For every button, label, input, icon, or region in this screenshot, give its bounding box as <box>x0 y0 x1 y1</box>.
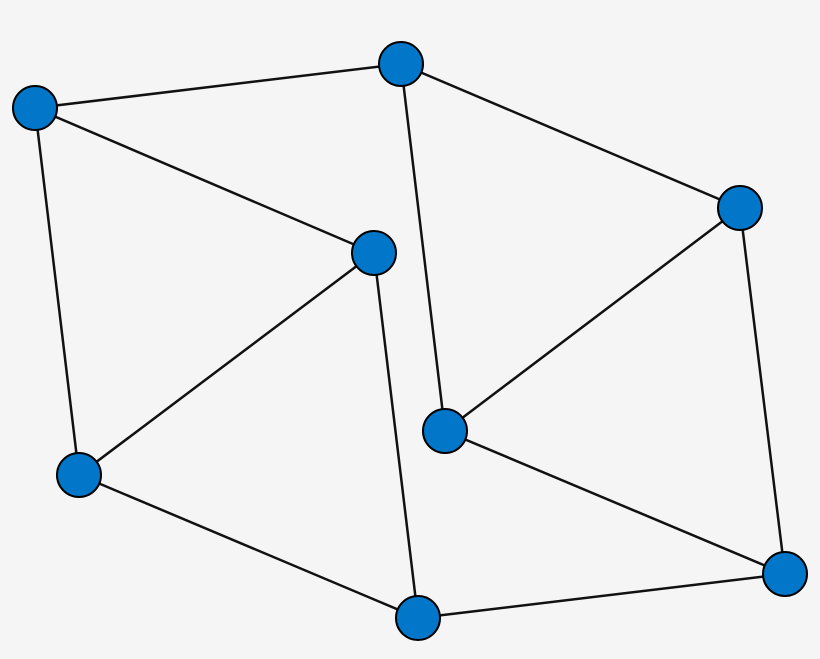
node-B <box>378 41 424 87</box>
edge-A-D <box>33 106 81 477</box>
edge-B-F <box>399 62 447 433</box>
edge-G-H <box>738 206 787 576</box>
edge-F-H <box>443 429 787 576</box>
node-E <box>395 595 441 641</box>
node-C <box>351 230 397 276</box>
edge-E-H <box>416 572 787 620</box>
node-G <box>717 185 763 231</box>
edge-C-E <box>372 251 420 620</box>
edge-F-G <box>443 206 742 433</box>
edge-layer <box>33 62 787 620</box>
edge-A-C <box>33 106 376 255</box>
node-A <box>12 85 58 131</box>
node-H <box>762 551 808 597</box>
node-F <box>422 408 468 454</box>
edge-B-G <box>399 62 742 210</box>
edge-D-E <box>77 473 420 620</box>
edge-C-D <box>77 251 376 477</box>
edge-A-B <box>33 62 403 110</box>
node-D <box>56 452 102 498</box>
node-layer <box>12 41 808 641</box>
